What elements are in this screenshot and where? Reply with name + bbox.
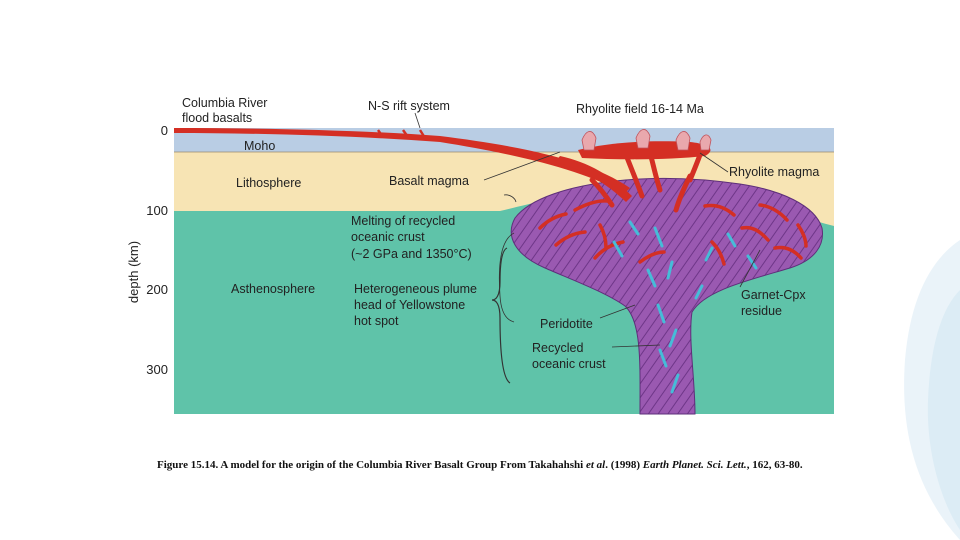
basalt-dike-feeder bbox=[555, 156, 632, 202]
label-melting-3: (~2 GPa and 1350°C) bbox=[351, 247, 472, 261]
caption-main: Figure 15.14. A model for the origin of … bbox=[157, 459, 586, 471]
plume-melt-veins bbox=[538, 199, 808, 266]
caption-year: . (1998) bbox=[605, 459, 643, 471]
leader-lines bbox=[414, 112, 761, 348]
label-peridotite: Peridotite bbox=[540, 317, 593, 331]
lithosphere-layer bbox=[174, 152, 834, 226]
recycled-crust-streaks bbox=[612, 220, 758, 394]
label-plume-3: hot spot bbox=[354, 314, 399, 328]
label-rhyolite-field: Rhyolite field 16-14 Ma bbox=[576, 102, 704, 116]
axis-title: depth (km) bbox=[126, 241, 141, 303]
label-flood-basalts: flood basalts bbox=[182, 111, 252, 125]
label-asthenosphere: Asthenosphere bbox=[231, 282, 315, 296]
label-lithosphere: Lithosphere bbox=[236, 176, 301, 190]
label-columbia-river: Columbia River bbox=[182, 96, 267, 110]
label-plume-2: head of Yellowstone bbox=[354, 298, 465, 312]
label-garnet-1: Garnet-Cpx bbox=[741, 288, 806, 302]
caption-pages: , 162, 63-80. bbox=[746, 459, 803, 471]
label-melting-2: oceanic crust bbox=[351, 230, 425, 244]
tick-label-200: 200 bbox=[146, 282, 168, 297]
tick-label-0: 0 bbox=[161, 123, 168, 138]
figure-caption: Figure 15.14. A model for the origin of … bbox=[157, 458, 847, 472]
label-moho: Moho bbox=[244, 139, 275, 153]
rhyolite-domes bbox=[581, 129, 712, 151]
label-recycled-1: Recycled bbox=[532, 341, 583, 355]
label-garnet-2: residue bbox=[741, 304, 782, 318]
caption-etal: et al bbox=[585, 459, 606, 471]
basalt-dike-west bbox=[174, 128, 630, 194]
plume-head-bracket bbox=[491, 247, 511, 384]
tick-label-100: 100 bbox=[146, 203, 168, 218]
caption-journal: Earth Planet. Sci. Lett. bbox=[642, 459, 747, 471]
label-basalt-magma: Basalt magma bbox=[389, 174, 469, 188]
label-ns-rift: N-S rift system bbox=[368, 99, 450, 113]
label-rhyolite-magma: Rhyolite magma bbox=[729, 165, 819, 179]
surface-vents bbox=[376, 129, 427, 139]
label-recycled-2: oceanic crust bbox=[532, 357, 606, 371]
label-plume-1: Heterogeneous plume bbox=[354, 282, 477, 296]
tick-label-300: 300 bbox=[146, 362, 168, 377]
label-melting-1: Melting of recycled bbox=[351, 214, 455, 228]
